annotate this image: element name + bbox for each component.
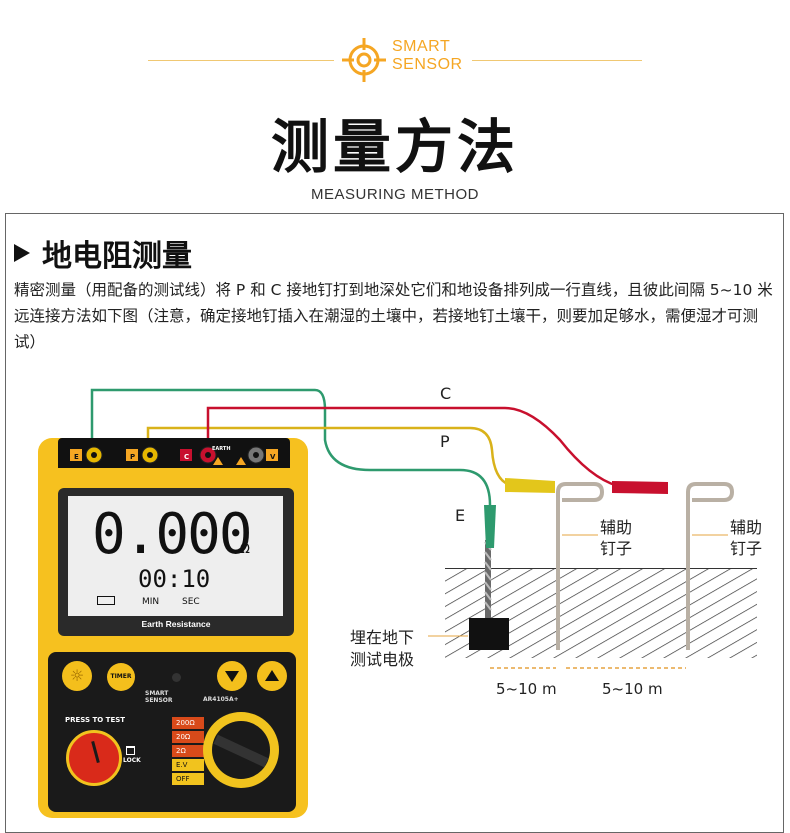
meter-model: AR4105A+ xyxy=(203,696,239,703)
lcd-sec-label: SEC xyxy=(182,597,200,607)
test-button[interactable] xyxy=(66,730,122,786)
timer-button[interactable]: TIMER xyxy=(107,663,135,691)
lock-icon xyxy=(126,746,135,755)
triangle-up-icon xyxy=(265,670,279,681)
jack-connectors xyxy=(70,446,278,465)
aux-spike-c xyxy=(686,482,735,650)
triangle-down-icon xyxy=(225,671,239,682)
header-line-right xyxy=(472,60,642,61)
section-title-text: 地电阻测量 xyxy=(42,239,192,274)
jack-label-e: E xyxy=(74,453,79,461)
wire-label-c: C xyxy=(440,384,452,403)
range-off: OFF xyxy=(172,773,204,785)
brand-line-1: SMART xyxy=(392,38,451,55)
page-subtitle: MEASURING METHOD xyxy=(310,186,479,203)
brand-logo-text: SMART SENSOR xyxy=(392,38,463,74)
lcd-unit: Ω xyxy=(240,542,250,557)
jack-label-p: P xyxy=(130,453,136,461)
indicator-led xyxy=(172,673,181,682)
press-to-test-label: PRESS TO TEST xyxy=(65,716,126,724)
meter-brand: SMART SENSOR xyxy=(145,690,172,704)
panel-label: Earth Resistance xyxy=(141,619,211,629)
sun-icon: ☼ xyxy=(69,666,85,685)
rotary-selector[interactable] xyxy=(203,712,279,788)
aux-spike-label-2: 辅助 钉子 xyxy=(730,518,763,558)
range-20: 20Ω xyxy=(172,731,204,743)
down-button[interactable] xyxy=(217,661,247,691)
test-wires xyxy=(90,388,728,669)
lcd-min-label: MIN xyxy=(142,597,160,607)
section-title: 地电阻测量 xyxy=(14,231,192,275)
up-button[interactable] xyxy=(257,661,287,691)
range-200: 200Ω xyxy=(172,717,204,729)
lcd-timer: 00:10 xyxy=(138,565,211,593)
brand-line-2: SENSOR xyxy=(392,56,463,73)
jack-label-c: C xyxy=(184,453,190,461)
arrow-icon xyxy=(14,244,30,262)
jack-label-v: V xyxy=(270,453,276,461)
wire-label-p: P xyxy=(440,432,450,451)
lock-label: LOCK xyxy=(123,757,141,764)
meter-brand-line-2: SENSOR xyxy=(145,697,173,704)
test-dial-marker xyxy=(91,740,100,764)
backlight-button[interactable]: ☼ xyxy=(62,661,92,691)
buried-electrode xyxy=(469,540,509,650)
page-title: 测量方法 xyxy=(270,113,519,181)
meter-brand-line-1: SMART xyxy=(145,690,169,697)
buried-electrode-label: 埋在地下 测试电极 xyxy=(350,628,415,669)
aux-spike-label-1: 辅助 钉子 xyxy=(600,518,633,558)
range-ev: E.V xyxy=(172,759,204,771)
range-2: 2Ω xyxy=(172,745,204,757)
header-line-left xyxy=(148,60,334,61)
section-description: 精密测量（用配备的测试线）将 P 和 C 接地钉打到地深处它们和地设备排列成一行… xyxy=(14,281,773,351)
distance-label-2: 5~10 m xyxy=(602,680,663,698)
jack-label-earth: EARTH xyxy=(212,446,231,452)
crosshair-logo-icon xyxy=(342,38,386,82)
aux-spike-p xyxy=(556,482,605,650)
battery-icon xyxy=(97,596,115,605)
lcd-reading: 0.000 xyxy=(92,502,253,567)
distance-label-1: 5~10 m xyxy=(496,680,557,698)
wire-label-e: E xyxy=(455,506,466,525)
